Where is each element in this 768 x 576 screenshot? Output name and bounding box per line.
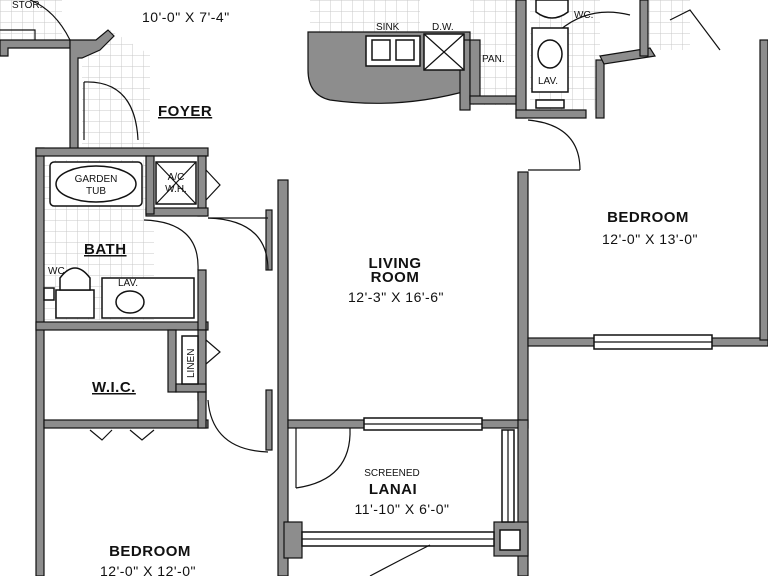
lav-bath-label: LAV. <box>118 278 138 289</box>
wh-label: W.H. <box>165 184 187 195</box>
lanai-dim: 11'-10" X 6'-0" <box>355 501 450 517</box>
screened-label: SCREENED <box>364 468 420 479</box>
linen-label: LINEN <box>186 349 197 378</box>
bedroom-right-dim: 12'-0" X 13'-0" <box>602 231 698 247</box>
living-label-1: LIVING <box>368 255 421 272</box>
living-dim: 12'-3" X 16'-6" <box>348 289 444 305</box>
fixtures <box>43 0 569 385</box>
room-labels: STOR. 10'-0" X 7'-4" SINK D.W. PAN. WC. … <box>12 0 698 576</box>
dw-label: D.W. <box>432 22 454 33</box>
garden-tub-label-2: TUB <box>86 186 106 197</box>
foyer-label: FOYER <box>158 103 212 120</box>
lanai-label: LANAI <box>369 481 417 498</box>
ac-label: A/C <box>168 172 185 183</box>
bedroom-right-label: BEDROOM <box>607 209 689 226</box>
living-label-2: ROOM <box>371 269 420 286</box>
stor-label: STOR. <box>12 0 42 11</box>
wc-bath-label: WC <box>48 266 65 277</box>
windows <box>301 334 713 551</box>
bedroom-bottom-label: BEDROOM <box>109 543 191 560</box>
doors <box>83 9 721 576</box>
top-room-dim: 10'-0" X 7'-4" <box>142 9 230 25</box>
sink-label: SINK <box>376 22 400 33</box>
bath-label: BATH <box>84 241 127 258</box>
lav-top-label: LAV. <box>538 76 558 87</box>
wic-label: W.I.C. <box>92 379 136 396</box>
bedroom-bottom-dim: 12'-0" X 12'-0" <box>100 563 196 576</box>
wc-top-label: WC. <box>574 10 593 21</box>
pantry-label: PAN. <box>482 54 505 65</box>
garden-tub-label-1: GARDEN <box>75 174 118 185</box>
